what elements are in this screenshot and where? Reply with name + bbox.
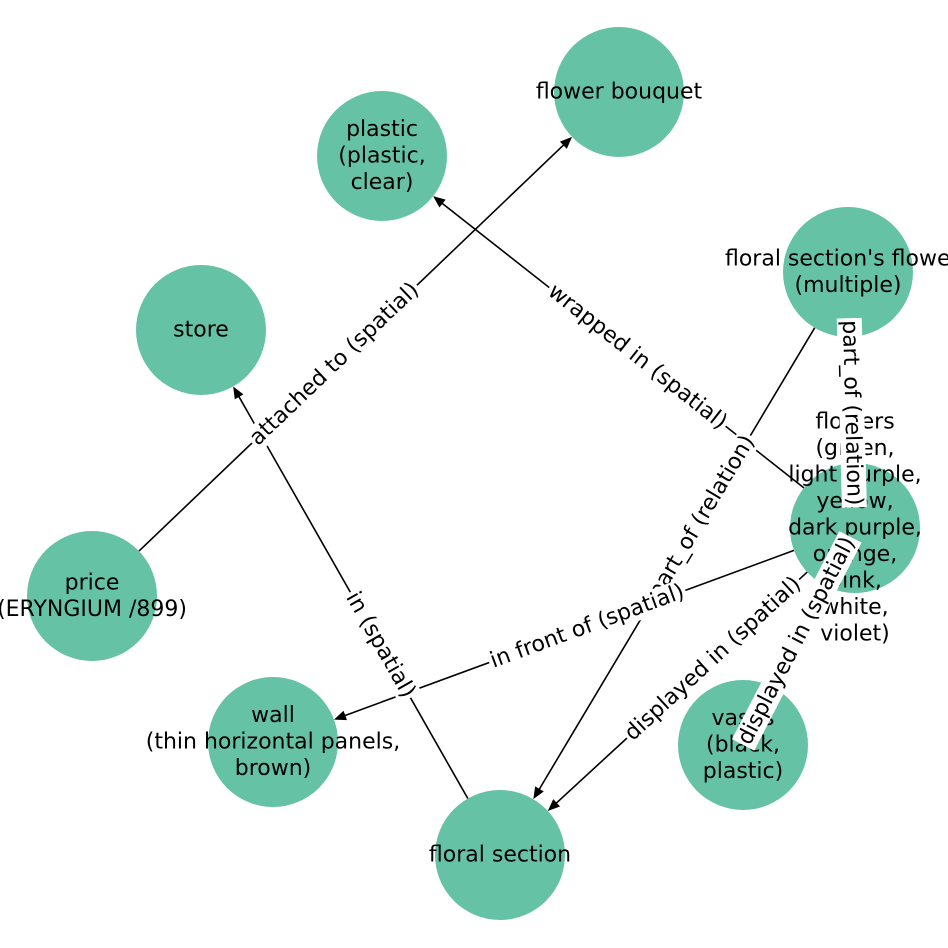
node-label: floral section's flowers [725,246,948,271]
edge-label-group: wrapped in (spatial) [541,277,734,437]
node-label: brown) [235,756,312,781]
node-circle [554,27,684,157]
node-label: (thin horizontal panels, [146,730,400,755]
edge-label-background [642,429,762,605]
edge-labels-layer: attached to (spatial) wrapped in (spatial… [243,276,867,751]
edge-label-group: part_of (relation) [836,317,867,508]
nodes-layer: flower bouquet plastic(plastic,clear) flor… [0,27,948,920]
edge-label-group: in front of (spatial) [484,578,690,675]
edge-label-background [836,317,867,508]
node-floral-flowers: floral section's flowers(multiple) [725,207,948,337]
node-label: plastic) [703,759,783,784]
node-label: violet) [820,622,889,647]
node-label: plastic [346,117,418,142]
node-circle [790,463,920,593]
edge-label-background [731,531,862,751]
arrowhead [334,710,347,721]
arrowhead [533,786,544,800]
arrowhead [433,196,446,208]
node-label: (multiple) [794,273,901,298]
edge-label-background [541,277,734,437]
node-label: dark purple, [788,516,922,541]
node-plastic: plastic(plastic,clear) [317,91,447,221]
arrowhead [547,799,561,811]
node-label: price [65,570,120,595]
node-label: flower bouquet [536,80,703,105]
arrowhead [559,136,573,149]
node-circle [136,265,266,395]
node-label: clear) [351,170,414,195]
edge-label: in front of (spatial) [487,579,688,673]
edge-label: in (spatial) [340,588,420,702]
node-circle [208,677,338,807]
node-price: price(ERYNGIUM /899) [0,531,187,661]
node-label: (ERYNGIUM /899) [0,597,187,622]
node-circle [317,91,447,221]
node-store: store [136,265,266,395]
node-circle [27,531,157,661]
node-vases: vases(black,plastic) [678,680,808,810]
node-circle [783,207,913,337]
node-flower-bouquet: flower bouquet [536,27,703,157]
arrowhead [233,386,244,400]
edge-label-group: part_of (relation) [642,429,762,605]
node-circle [435,790,565,920]
node-label: white, [821,595,888,620]
node-floral-section: floral section [429,790,571,920]
node-label: (plastic, [338,144,425,169]
node-circle [678,680,808,810]
node-label: floral section [429,843,571,868]
edge-label-background [339,586,422,704]
node-label: store [173,318,229,343]
edge-label: part_of (relation) [837,320,867,506]
edge-label-group: in (spatial) [339,586,422,704]
edge-label: attached to (spatial) [245,278,424,451]
edge-label-group: attached to (spatial) [243,276,426,453]
edge-label-background [618,570,808,748]
edge-label-background [484,578,690,675]
edge-label: wrapped in (spatial) [543,279,732,435]
node-flowers: flowers(green,light purple,yellow,dark p… [788,410,922,647]
node-label: wall [251,703,295,728]
node-wall: wall(thin horizontal panels,brown) [146,677,400,807]
edge-label: part_of (relation) [644,431,760,603]
edge-label-background [243,276,426,453]
